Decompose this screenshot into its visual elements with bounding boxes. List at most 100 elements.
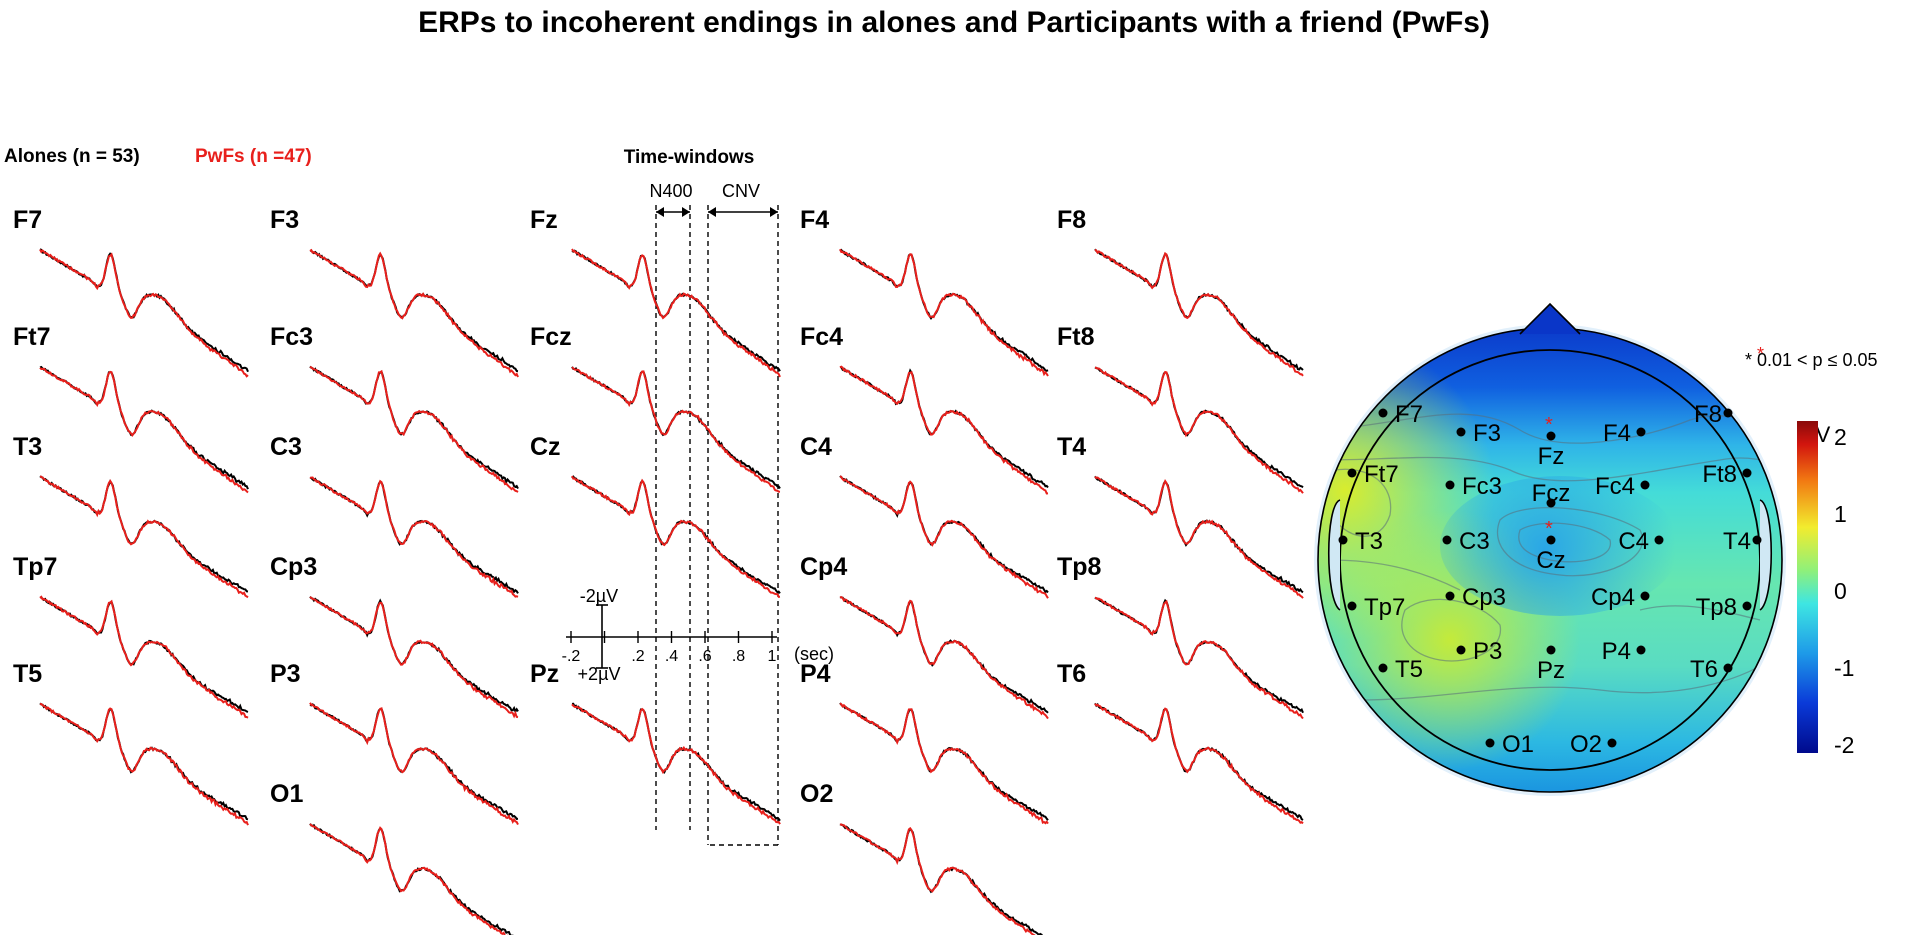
- electrode-label-c4: C4: [800, 433, 832, 461]
- electrode-label-c3: C3: [270, 433, 302, 461]
- erp-trace-tp8-pwfs: [1094, 596, 1304, 720]
- topo-electrode-cp3: [1445, 591, 1455, 601]
- erp-trace-f8-alones: [1094, 248, 1304, 371]
- electrode-label-pz: Pz: [530, 660, 559, 688]
- topo-electrode-tp8: [1742, 601, 1752, 611]
- topo-label-o2: O2: [1570, 731, 1602, 758]
- colorbar-tick-label: -2: [1834, 732, 1854, 758]
- time-tick-label: .2: [631, 648, 644, 665]
- scale-pos-amplitude: +2µV: [578, 664, 621, 684]
- erp-trace-o1-pwfs: [309, 823, 509, 935]
- erp-trace-tp7-alones: [39, 596, 249, 713]
- topo-electrode-t3: [1338, 535, 1348, 545]
- topo-label-f3: F3: [1473, 420, 1501, 447]
- topo-label-f7: F7: [1395, 401, 1423, 428]
- electrode-label-cz: Cz: [530, 433, 561, 461]
- topo-electrode-cp4: [1640, 591, 1650, 601]
- erp-waveforms: F7Ft7T3Tp7T5F3Fc3C3Cp3P3O1FzFczCzPzF4Fc4…: [13, 206, 1304, 935]
- erp-trace-ft7-pwfs: [39, 367, 249, 494]
- topo-contours: [1324, 413, 1782, 701]
- electrode-label-f4: F4: [800, 206, 829, 234]
- topo-electrode-p3: [1456, 645, 1466, 655]
- erp-trace-f3-pwfs: [309, 248, 519, 378]
- erp-trace-f8-pwfs: [1094, 248, 1304, 377]
- topo-label-f8: F8: [1694, 401, 1722, 428]
- erp-trace-t3-alones: [39, 475, 249, 593]
- erp-trace-c4-pwfs: [839, 475, 1049, 599]
- topo-label-fc3: Fc3: [1462, 473, 1502, 500]
- topo-label-cz: Cz: [1536, 547, 1565, 574]
- topo-label-o1: O1: [1502, 731, 1534, 758]
- topo-electrode-fc4: [1640, 480, 1650, 490]
- erp-trace-cz-alones: [571, 475, 781, 594]
- topo-label-pz: Pz: [1537, 657, 1565, 684]
- electrode-label-cp4: Cp4: [800, 553, 847, 581]
- erp-trace-ft8-pwfs: [1095, 366, 1304, 494]
- topo-label-cp4: Cp4: [1591, 584, 1635, 611]
- electrode-label-t5: T5: [13, 660, 42, 688]
- erp-trace-c3-pwfs: [309, 476, 519, 598]
- n400-label: N400: [649, 181, 692, 201]
- electrode-label-o2: O2: [800, 780, 833, 808]
- topo-electrode-fc3: [1445, 480, 1455, 490]
- topo-electrode-t6: [1723, 663, 1733, 673]
- topo-electrode-c3: [1442, 535, 1452, 545]
- topo-negative-cz: [1440, 476, 1680, 616]
- erp-trace-f4-pwfs: [839, 248, 1049, 377]
- scale-unit: (sec): [794, 644, 834, 664]
- erp-trace-p4-pwfs: [839, 702, 1049, 825]
- topo-label-p4: P4: [1602, 638, 1631, 665]
- topo-label-f4: F4: [1603, 420, 1631, 447]
- colorbar-tick-label: 1: [1834, 501, 1847, 527]
- erp-trace-fcz-pwfs: [571, 366, 781, 493]
- electrode-label-t3: T3: [13, 433, 42, 461]
- significance-star: *: [1757, 344, 1764, 364]
- colorbar-ticks: 210-1-2: [1834, 424, 1854, 758]
- electrode-label-fz: Fz: [530, 206, 558, 234]
- erp-trace-o2-pwfs: [839, 823, 1040, 935]
- topo-label-fz: Fz: [1538, 443, 1565, 470]
- time-tick-label: .4: [665, 648, 678, 665]
- colorbar: µV 210-1-2: [1797, 421, 1854, 758]
- topo-electrode-o1: [1485, 738, 1495, 748]
- electrode-label-o1: O1: [270, 780, 303, 808]
- colorbar-tick-label: 2: [1834, 424, 1847, 450]
- topo-label-tp8: Tp8: [1696, 594, 1737, 621]
- time-windows-heading: Time-windows: [624, 147, 755, 168]
- topo-label-ft7: Ft7: [1364, 461, 1399, 488]
- scale-neg-amplitude: -2µV: [580, 586, 618, 606]
- electrode-label-f3: F3: [270, 206, 299, 234]
- erp-trace-fz-pwfs: [571, 248, 781, 378]
- topo-electrode-cz: [1546, 535, 1556, 545]
- topo-electrode-f8: [1723, 408, 1733, 418]
- topo-label-fcz: Fcz: [1532, 480, 1571, 507]
- topo-significance-cz: *: [1545, 518, 1553, 540]
- electrode-label-fc4: Fc4: [800, 323, 843, 351]
- electrode-label-p3: P3: [270, 660, 301, 688]
- erp-trace-t6-pwfs: [1094, 703, 1304, 825]
- electrode-label-f8: F8: [1057, 206, 1086, 234]
- topo-significance-fz: *: [1545, 414, 1553, 436]
- topo-label-t5: T5: [1395, 656, 1423, 683]
- time-window-markers: [655, 205, 779, 846]
- electrode-label-fc3: Fc3: [270, 323, 313, 351]
- electrode-label-ft8: Ft8: [1057, 323, 1095, 351]
- topo-electrode-tp7: [1347, 601, 1357, 611]
- erp-trace-fc4-pwfs: [839, 365, 1049, 495]
- erp-trace-tp7-pwfs: [39, 595, 249, 719]
- topo-electrode-c4: [1654, 535, 1664, 545]
- topo-label-c4: C4: [1618, 528, 1649, 555]
- topo-label-p3: P3: [1473, 638, 1502, 665]
- topo-electrode-f3: [1456, 427, 1466, 437]
- topo-electrode-pz: [1546, 645, 1556, 655]
- colorbar-tick-label: 0: [1834, 578, 1847, 604]
- time-tick-label: -.2: [562, 648, 581, 665]
- topo-electrode-t5: [1378, 663, 1388, 673]
- electrode-label-fcz: Fcz: [530, 323, 572, 351]
- topo-electrode-f4: [1636, 427, 1646, 437]
- erp-trace-pz-pwfs: [571, 703, 781, 825]
- topo-label-cp3: Cp3: [1462, 584, 1506, 611]
